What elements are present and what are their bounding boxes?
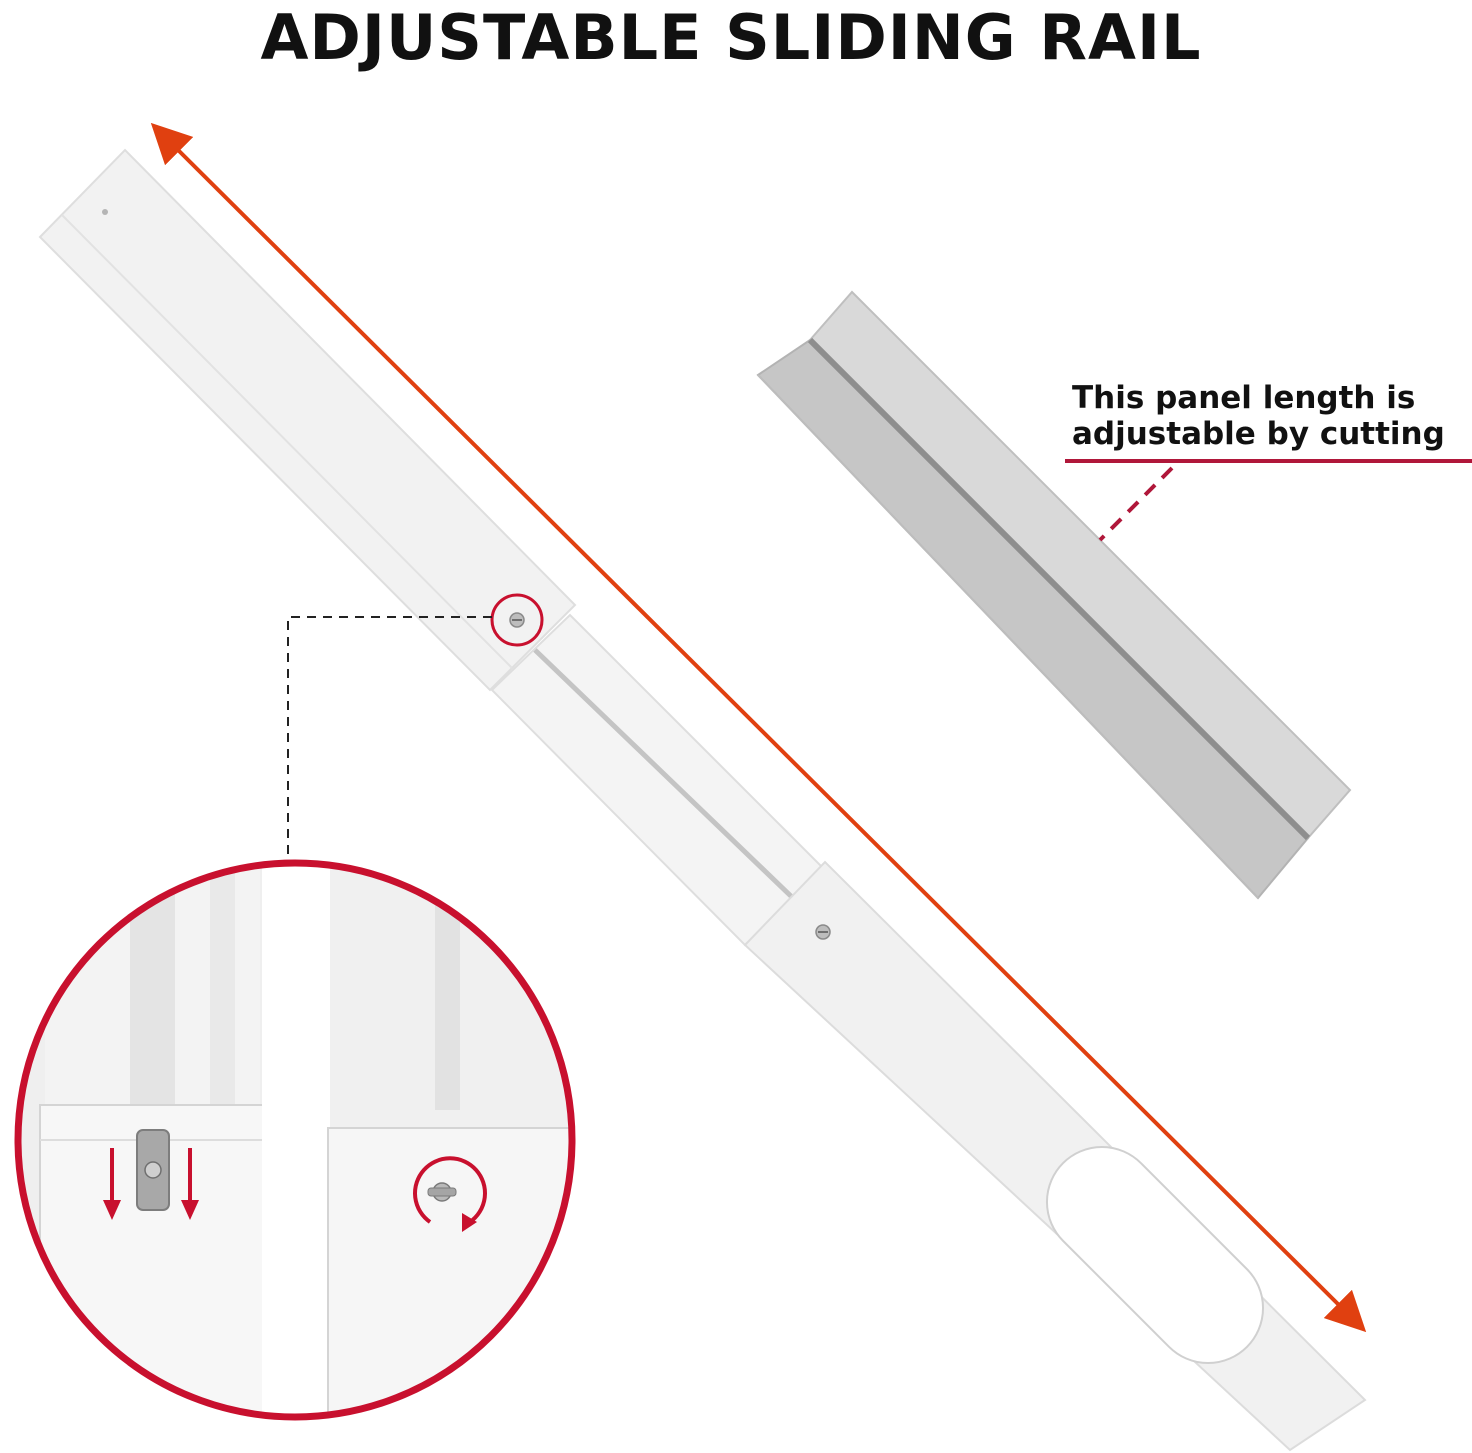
rail-middle-panel <box>490 613 827 947</box>
callout-pointer <box>1098 466 1174 542</box>
screw-icon <box>509 612 525 628</box>
extension-panel <box>756 290 1352 900</box>
down-arrow-icon <box>103 1148 121 1220</box>
rotate-arrow-icon <box>413 1156 487 1232</box>
rail-hole <box>102 209 108 215</box>
callout-line-2: adjustable by cutting <box>1072 416 1445 452</box>
exhaust-opening <box>1045 1145 1265 1365</box>
rail-lower-panel <box>743 860 1367 1452</box>
page-title: ADJUSTABLE SLIDING RAIL <box>260 1 1202 74</box>
detail-connector <box>287 616 492 862</box>
callout-line-1: This panel length is <box>1072 380 1416 416</box>
screw-icon <box>815 924 831 940</box>
double-headed-arrow-icon <box>150 122 1367 1333</box>
down-arrow-icon <box>181 1148 199 1220</box>
callout-text: This panel length is adjustable by cutti… <box>1072 380 1472 452</box>
screw-icon <box>427 1182 457 1202</box>
latch-plate <box>136 1129 170 1211</box>
detail-zoom <box>14 859 576 1421</box>
